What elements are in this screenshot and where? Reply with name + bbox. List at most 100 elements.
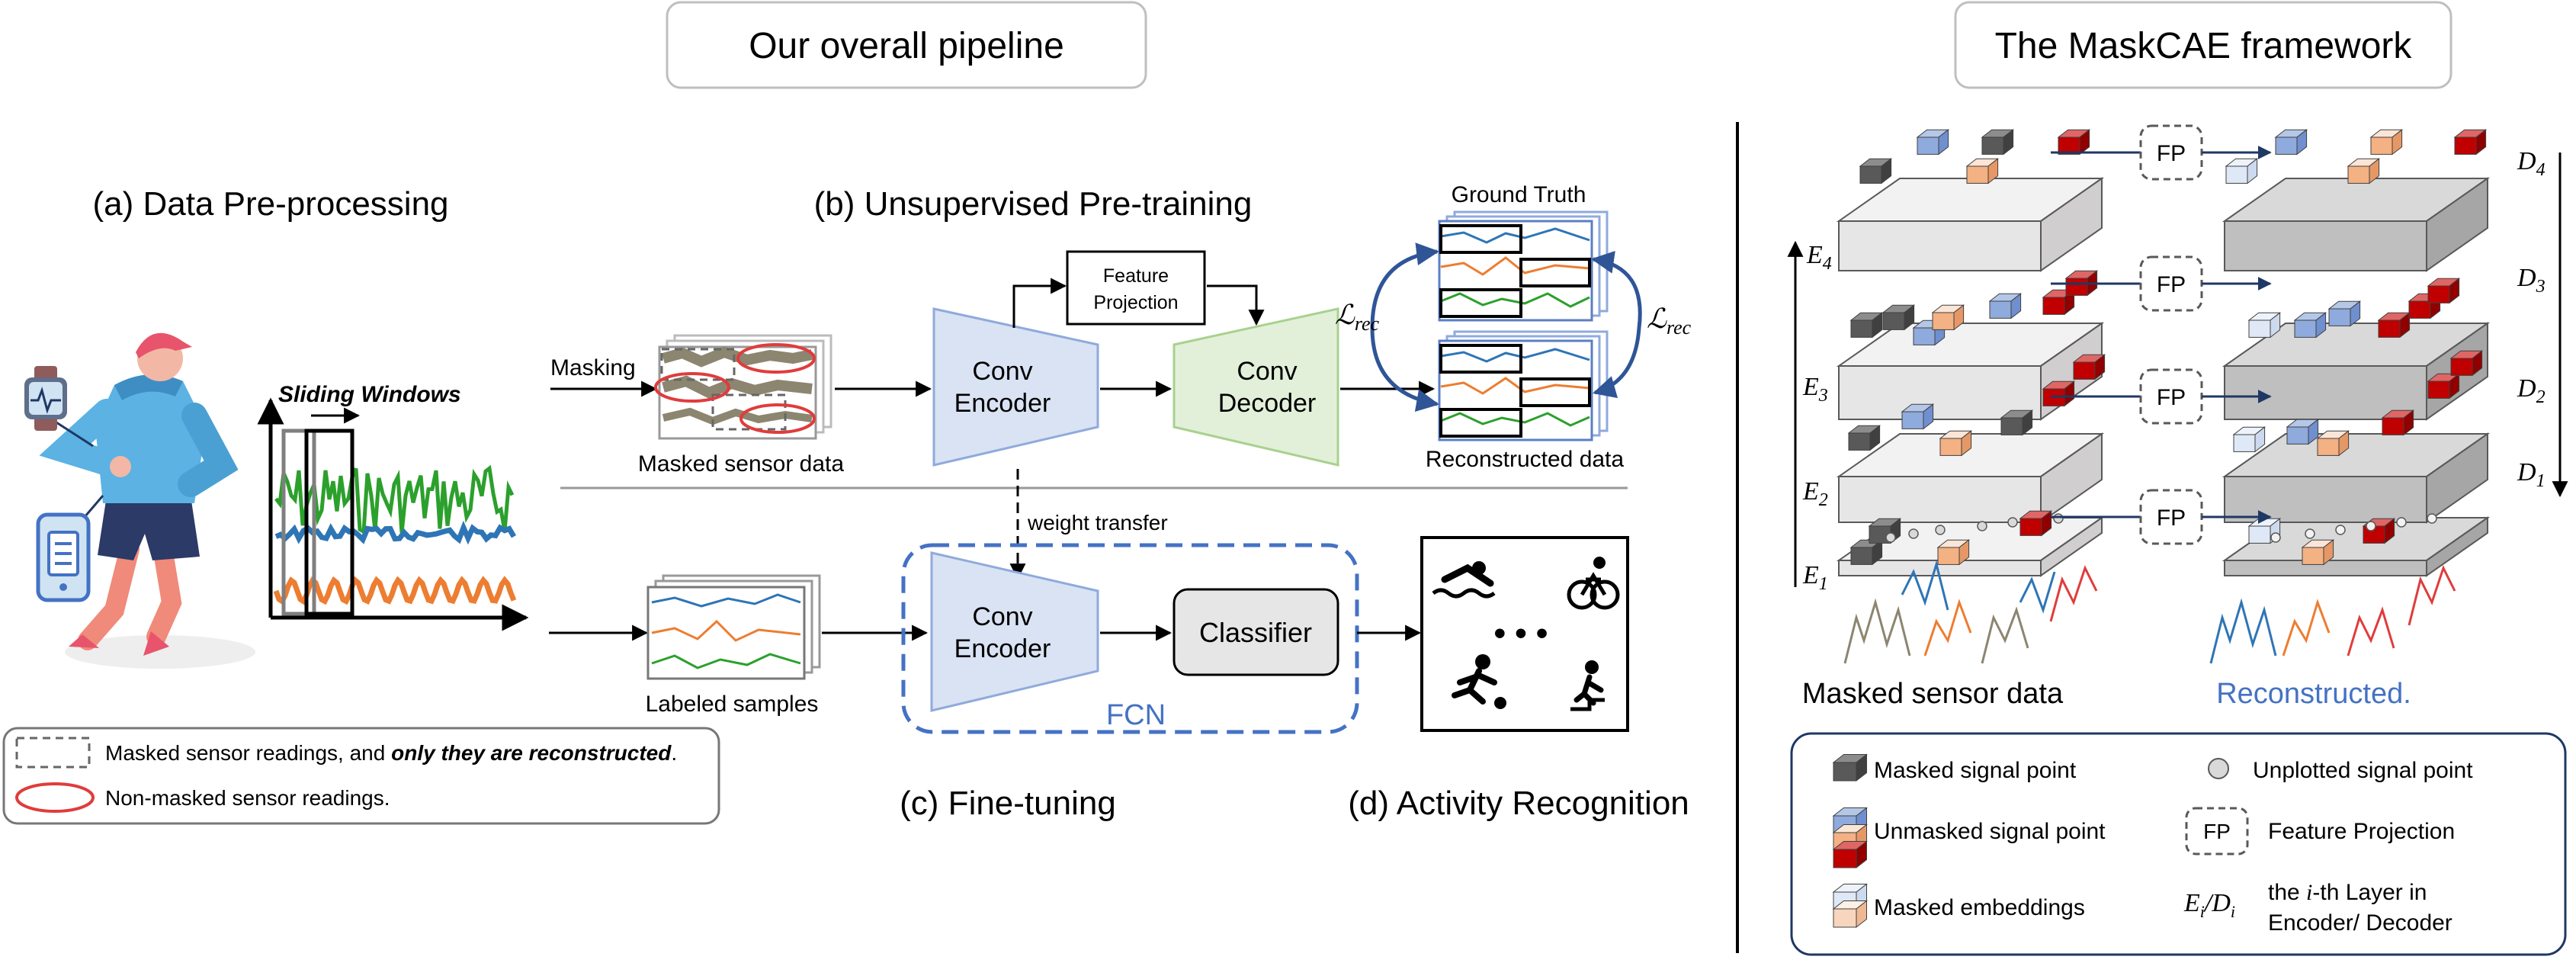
encoder-slab-4 [1836, 177, 2105, 272]
maskcae-reconstructed-signals [2209, 565, 2456, 664]
runner-illustration [39, 332, 255, 669]
legend-feature-projection: Feature Projection [2268, 819, 2455, 844]
encoder-cube-0 [1849, 539, 1884, 566]
legend-layer-desc-line2: Encoder/ Decoder [2268, 910, 2452, 936]
cube-side [2010, 293, 2022, 319]
decoder-cube-12 [2377, 312, 2411, 339]
decoder-label-line1: Conv [1237, 357, 1297, 386]
cube-front [2450, 358, 2473, 376]
swimming-icon [1432, 561, 1496, 599]
legend-masked-embeddings: Masked embeddings [1874, 895, 2085, 920]
cube-front [2382, 417, 2404, 435]
encoder-label-line1: Conv [972, 357, 1032, 386]
nonmasked-region-3 [739, 403, 816, 434]
cube-side [2315, 312, 2327, 339]
encoder-to-fp-arrow [1012, 278, 1067, 328]
cube-front [2408, 300, 2431, 319]
encoder-cube-8 [2042, 380, 2076, 407]
fp-legend-label: FP [2203, 820, 2231, 843]
cube-front [1939, 438, 1962, 456]
cube-side [2472, 350, 2483, 377]
encoder-cube-13 [1931, 304, 1965, 331]
encoder-unplotted-dot-0 [1885, 532, 1896, 543]
cube-front [1850, 547, 1873, 565]
decoder-slab-2 [2222, 432, 2491, 524]
cube-side [2308, 419, 2319, 445]
cube-front [1833, 849, 1857, 868]
cube-side [1953, 304, 1965, 331]
slab-side [2426, 516, 2488, 577]
cube-front [1966, 165, 1989, 184]
cube-side [2392, 129, 2403, 156]
encoder-unplotted-dot-3 [1977, 521, 1987, 531]
decoder-unplotted-dot-5 [2427, 513, 2437, 524]
maskcae-masked-sensor-label: Masked sensor data [1802, 678, 2064, 710]
slab-side [2040, 432, 2103, 524]
slab-side [2040, 177, 2103, 272]
cube-side [2369, 158, 2380, 185]
cycling-icon [1567, 557, 1620, 610]
cube-side [2403, 409, 2414, 436]
legend-red-cube [1832, 840, 1868, 869]
cube-front [1833, 908, 1857, 928]
encoder-cube-5 [1901, 403, 1935, 430]
fp-label-0: FP [2157, 141, 2186, 166]
legend-pale-peach-cube [1832, 900, 1868, 929]
cube-front [2073, 361, 2096, 380]
fp-legend-swatch [2185, 807, 2249, 855]
encoder-unplotted-dot-2 [1935, 525, 1946, 535]
cube-front [2302, 547, 2324, 565]
pipeline-title: Our overall pipeline [749, 26, 1064, 66]
decoder-unplotted-dot-0 [2270, 532, 2281, 543]
cube-side [1869, 425, 1881, 451]
encoder-cube-19 [1965, 158, 2000, 185]
decoder-cube-15 [2225, 158, 2259, 185]
legend-masked-swatch [15, 737, 91, 769]
encoder-cube-1 [1936, 539, 1971, 566]
cube-side [2041, 510, 2052, 537]
section-title-recognition: (d) Activity Recognition [1348, 785, 1689, 822]
encoder-unplotted-dot-1 [1908, 528, 1919, 539]
smartwatch-icon [24, 366, 67, 431]
slab-front [2224, 220, 2427, 271]
reconstructed-data-label: Reconstructed data [1426, 447, 1624, 472]
cube-front [2427, 380, 2450, 399]
feature-projection-line2: Projection [1093, 292, 1178, 313]
section-title-preprocessing: (a) Data Pre-processing [92, 185, 448, 223]
decoder-slab-4 [2222, 177, 2491, 272]
slab-side [2426, 177, 2488, 272]
cube-side [1856, 900, 1867, 929]
cube-front [2019, 518, 2042, 536]
decoder-label-d1: D1 [2517, 458, 2546, 491]
slab-front [1838, 476, 2042, 523]
classifier-label: Classifier [1199, 617, 1312, 648]
encoder-unplotted-dot-5 [2053, 513, 2064, 524]
feature-projection-line1: Feature [1103, 265, 1169, 287]
decoder-cube-16 [2274, 129, 2308, 156]
decoder-label-line2: Decoder [1218, 389, 1317, 418]
decoder-cube-10 [2293, 312, 2327, 339]
smartphone-icon [36, 512, 91, 602]
fp-to-decoder-arrow [1207, 284, 1265, 326]
decoder-cube-4 [2286, 419, 2320, 445]
fcn-box [901, 543, 1359, 734]
encoder-cube-6 [1939, 430, 1973, 457]
cube-front [2294, 319, 2317, 338]
pipeline-title-box: Our overall pipeline [666, 1, 1147, 89]
conv-decoder: Conv Decoder [1173, 307, 1339, 467]
legend-unplotted-signal-point: Unplotted signal point [2253, 758, 2473, 783]
legend-masked-text: Masked sensor readings, and only they ar… [105, 741, 677, 765]
cube-front [2233, 434, 2256, 452]
ground-truth-label: Ground Truth [1452, 182, 1586, 207]
encoder-label-line2: Encoder [954, 389, 1051, 418]
encoder-cube-7 [2000, 409, 2034, 436]
labeled-samples-label: Labeled samples [646, 692, 819, 717]
cube-side [1872, 312, 1883, 339]
slab-front [1838, 220, 2042, 271]
cube-side [2079, 129, 2090, 156]
cube-front [1913, 327, 1936, 345]
ft-encoder-label-line1: Conv [972, 602, 1032, 631]
labeled-samples-stack [646, 574, 821, 680]
decoder-layer-labels: D4 D3 D2 D1 [2517, 147, 2568, 498]
